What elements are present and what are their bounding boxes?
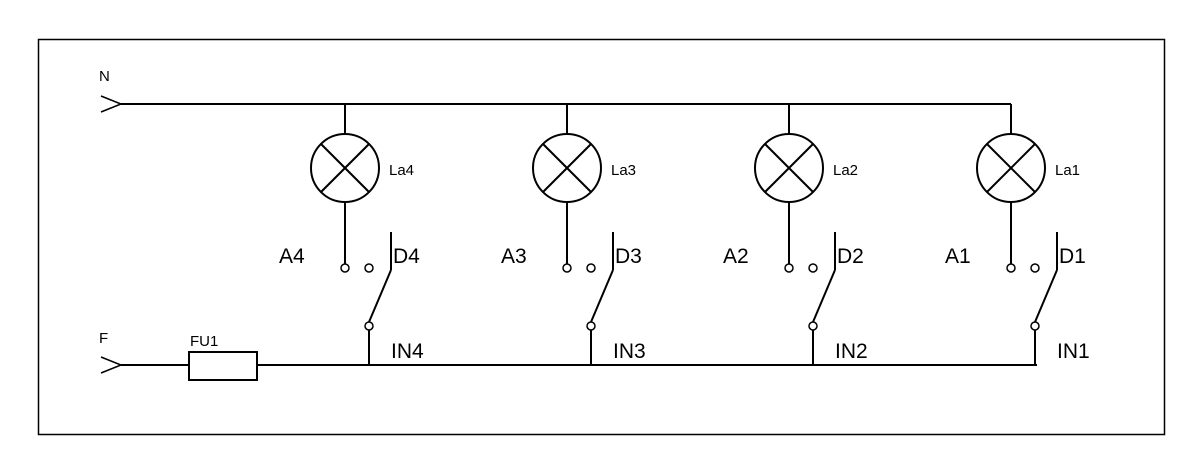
switch-blade	[590, 269, 614, 323]
switch-contact-top	[1030, 263, 1040, 273]
output-terminal	[1006, 263, 1016, 273]
switch-contact-bottom	[808, 321, 818, 331]
switch-contact-bottom	[586, 321, 596, 331]
diagram-frame	[37, 38, 1166, 436]
fuse-label: FU1	[190, 333, 218, 350]
output-terminal	[784, 263, 794, 273]
switch-blade	[1034, 269, 1058, 323]
lamp-icon	[976, 133, 1046, 203]
lamp-icon	[310, 133, 380, 203]
lamp-label: La4	[389, 162, 414, 179]
lamp-icon	[532, 133, 602, 203]
output-label: A1	[945, 245, 971, 268]
lamp-label: La2	[833, 162, 858, 179]
neutral-label: N	[99, 68, 110, 85]
input-label: IN4	[391, 340, 424, 363]
lamp-label: La3	[611, 162, 636, 179]
switch-label: D2	[837, 245, 864, 268]
switch-label: D4	[393, 245, 420, 268]
lamp-icon	[754, 133, 824, 203]
phase-arrow	[100, 356, 124, 374]
switch-blade	[812, 269, 836, 323]
neutral-arrow	[100, 95, 124, 113]
switch-label: D3	[615, 245, 642, 268]
lamp-label: La1	[1055, 162, 1080, 179]
phase-label: F	[99, 330, 108, 347]
switch-contact-bottom	[1030, 321, 1040, 331]
switch-label: D1	[1059, 245, 1086, 268]
fuse	[188, 351, 258, 381]
output-terminal	[340, 263, 350, 273]
switch-blade	[368, 269, 392, 323]
output-terminal	[562, 263, 572, 273]
input-label: IN2	[835, 340, 868, 363]
switch-contact-top	[364, 263, 374, 273]
switch-contact-top	[586, 263, 596, 273]
output-label: A3	[501, 245, 527, 268]
input-label: IN3	[613, 340, 646, 363]
switch-contact-top	[808, 263, 818, 273]
input-label: IN1	[1057, 340, 1090, 363]
switch-contact-bottom	[364, 321, 374, 331]
output-label: A2	[723, 245, 749, 268]
output-label: A4	[279, 245, 305, 268]
